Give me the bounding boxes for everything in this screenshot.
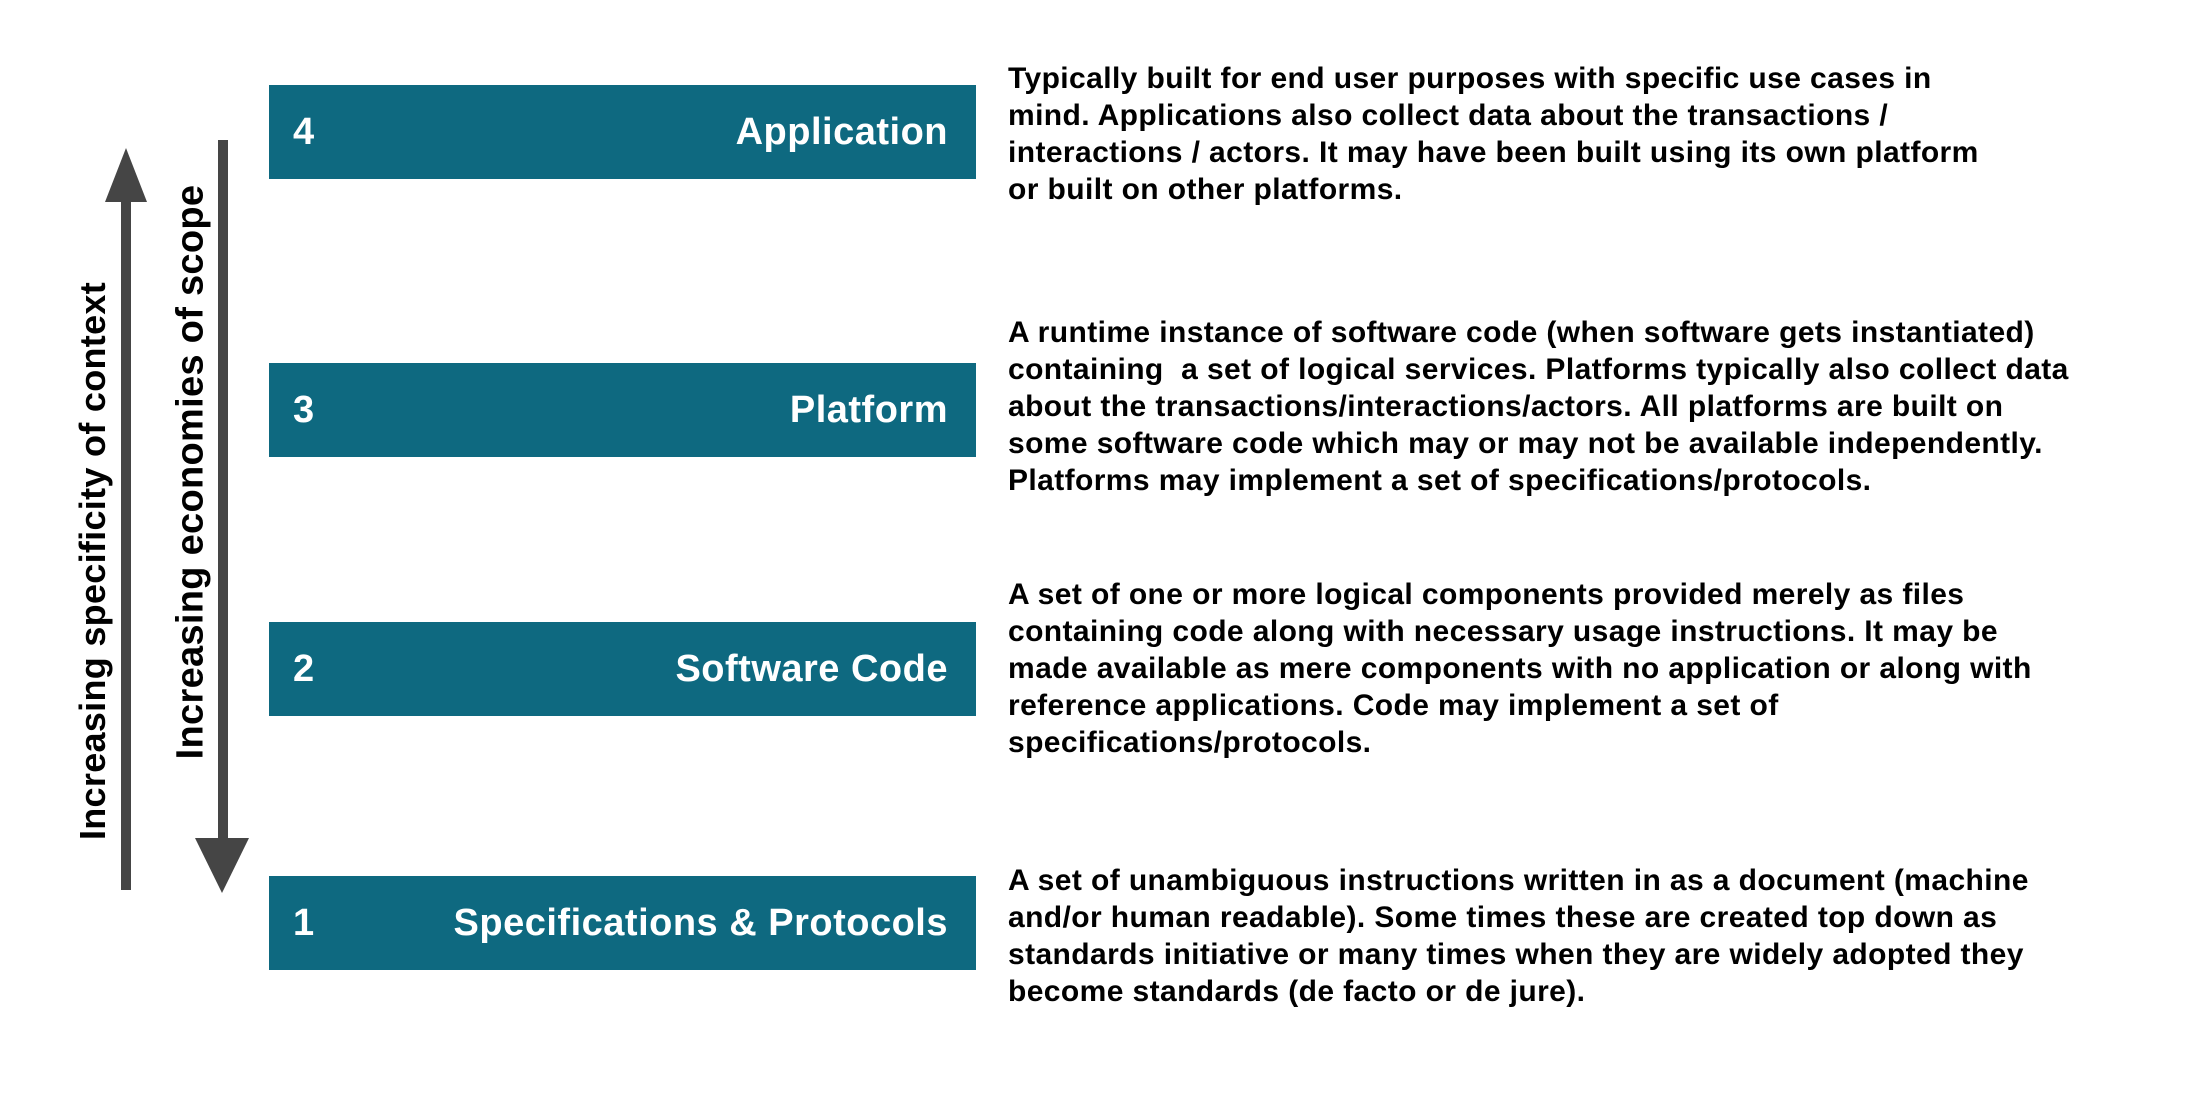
- layer-description-specifications-protocols: A set of unambiguous instructions writte…: [1008, 864, 2029, 1008]
- arrow-up-head-icon: [105, 148, 147, 202]
- layer-number: 4: [293, 110, 315, 153]
- layer-number: 1: [293, 901, 315, 944]
- layer-label: Application: [735, 110, 948, 153]
- arrow-down-head-icon: [195, 838, 249, 893]
- layer-label: Platform: [789, 388, 948, 431]
- axis-label-economies-of-scope: Increasing economies of scope: [169, 184, 212, 760]
- layer-bar-specifications-protocols: 1 Specifications & Protocols: [269, 876, 976, 970]
- layer-label: Software Code: [675, 647, 948, 690]
- layer-number: 2: [293, 647, 315, 690]
- layer-bar-software-code: 2 Software Code: [269, 622, 976, 716]
- layer-description-application: Typically built for end user purposes wi…: [1008, 62, 1979, 206]
- axis-label-specificity-of-context: Increasing specificity of context: [72, 281, 113, 841]
- layer-description-platform: A runtime instance of software code (whe…: [1008, 316, 2069, 497]
- layer-label: Specifications & Protocols: [453, 901, 948, 944]
- layer-bar-application: 4 Application: [269, 85, 976, 179]
- layer-number: 3: [293, 388, 315, 431]
- arrow-up-icon: [121, 196, 131, 890]
- layer-bar-platform: 3 Platform: [269, 363, 976, 457]
- layer-description-software-code: A set of one or more logical components …: [1008, 578, 2032, 759]
- arrow-down-icon: [218, 140, 228, 838]
